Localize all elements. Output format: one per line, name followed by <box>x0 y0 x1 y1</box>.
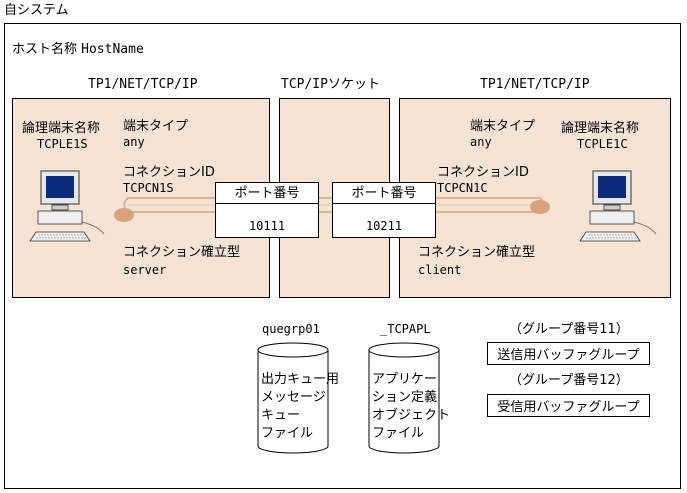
left-establish-label: コネクション確立型 <box>123 245 241 260</box>
left-terminal-type-value: any <box>123 135 145 149</box>
cylinder-left-caption: quegrp01 <box>262 322 320 336</box>
left-connection-id-value: TCPCN1S <box>123 181 174 195</box>
right-logical-terminal-value: TCPLE1C <box>577 137 628 151</box>
cylinder-left-line: ファイル <box>261 426 314 441</box>
left-panel-header: TP1/NET/TCP/IP <box>88 77 198 92</box>
right-panel-header: TP1/NET/TCP/IP <box>480 77 590 92</box>
send-buffer-group-label: 送信用バッファグループ <box>497 348 640 363</box>
socket-panel-header: TCP/IPソケット <box>281 77 380 92</box>
right-terminal-type-label: 端末タイプ <box>470 119 536 134</box>
left-connection-id-label: コネクションID <box>123 165 215 180</box>
port-right-box: ポート番号 10211 <box>332 182 436 238</box>
left-logical-terminal-label: 論理端末名称 <box>22 121 101 136</box>
right-establish-label: コネクション確立型 <box>418 245 536 260</box>
receive-buffer-group-label: 受信用バッファグループ <box>497 400 640 415</box>
left-logical-terminal-value: TCPLE1S <box>37 137 88 151</box>
receive-buffer-group: 受信用バッファグループ <box>487 394 650 417</box>
port-right-value: 10211 <box>365 219 403 233</box>
left-terminal-type-label: 端末タイプ <box>123 119 189 134</box>
right-endpoint <box>530 200 550 214</box>
cylinder-left-text: 出力キュー用 メッセージ キュー ファイル <box>261 371 339 443</box>
port-right-label: ポート番号 <box>351 186 417 201</box>
port-right-divider <box>333 203 435 204</box>
cylinder-left-line: 出力キュー用 <box>261 372 340 387</box>
left-computer-icon <box>29 170 105 242</box>
host-name: HostName <box>81 42 144 57</box>
left-establish-value: server <box>123 263 167 277</box>
right-establish-value: client <box>418 263 462 277</box>
port-left-box: ポート番号 10111 <box>215 182 319 238</box>
right-computer-icon <box>579 170 657 242</box>
port-left-label: ポート番号 <box>234 186 300 201</box>
cylinder-right-line: アプリケー <box>372 372 438 387</box>
cylinder-right-text: アプリケー ション定義 オブジェクト ファイル <box>372 371 450 443</box>
system-title: 自システム <box>4 3 69 18</box>
group-number-12: （グループ番号12） <box>509 373 629 388</box>
right-connection-id-label: コネクションID <box>437 165 529 180</box>
left-endpoint <box>114 208 134 222</box>
port-left-value: 10111 <box>248 219 286 233</box>
cylinder-right-line: ファイル <box>372 426 425 441</box>
host-label: ホスト名称 <box>12 42 78 57</box>
cylinder-left-line: キュー <box>261 408 301 423</box>
cylinder-left-line: メッセージ <box>261 390 326 405</box>
cylinder-right-line: ション定義 <box>372 390 438 405</box>
group-number-11: （グループ番号11） <box>509 322 629 337</box>
cylinder-right-shape <box>368 342 440 454</box>
right-logical-terminal-label: 論理端末名称 <box>561 121 640 136</box>
host-name-row: ホスト名称 HostName <box>12 42 144 57</box>
cylinder-right-line: オブジェクト <box>372 408 451 423</box>
port-left-divider <box>216 203 318 204</box>
send-buffer-group: 送信用バッファグループ <box>487 342 650 365</box>
host-frame <box>4 23 681 489</box>
cylinder-right-caption: _TCPAPL <box>380 322 431 336</box>
right-terminal-type-value: any <box>470 135 492 149</box>
cylinder-left-shape <box>257 342 329 454</box>
right-connection-id-value: TCPCN1C <box>437 181 488 195</box>
